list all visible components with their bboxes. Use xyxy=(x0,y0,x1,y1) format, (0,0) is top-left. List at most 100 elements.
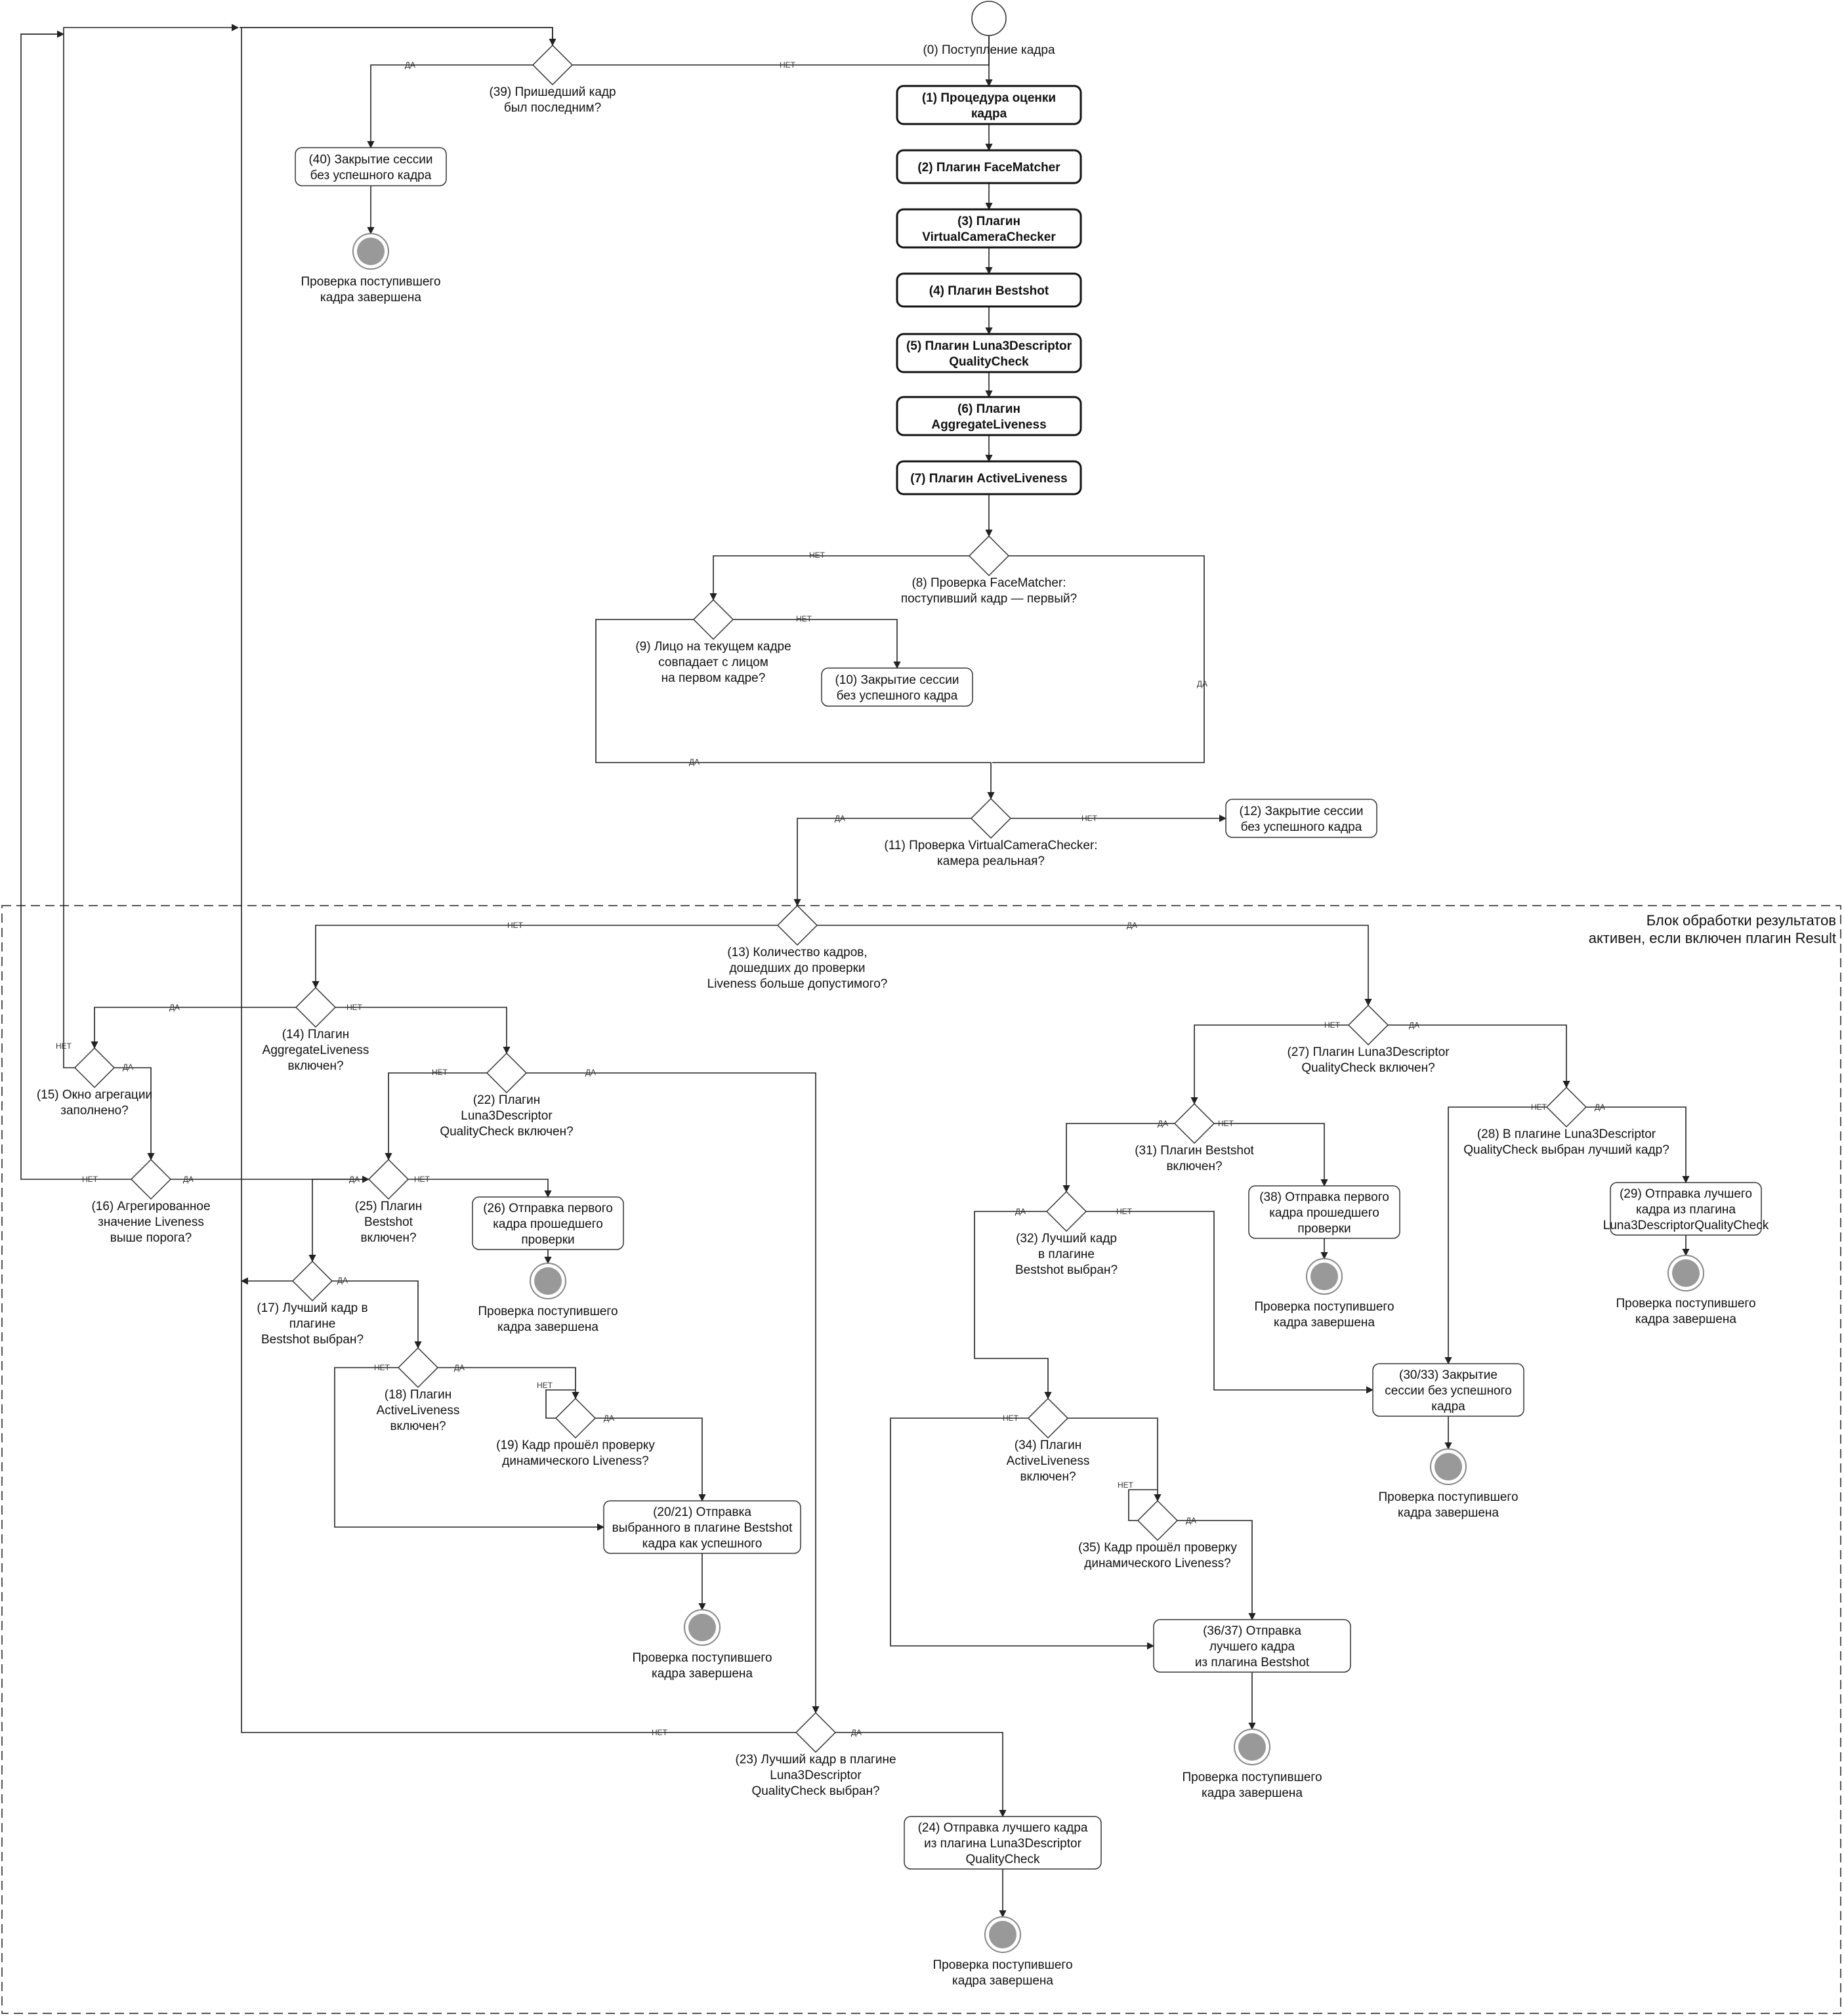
decision-label-d39: (39) Пришедший кадр xyxy=(489,85,616,99)
decision-label-d16: выше порога? xyxy=(110,1231,192,1245)
action-label-s3: VirtualCameraChecker xyxy=(922,230,1056,244)
decision-diamond-d19 xyxy=(555,1397,597,1439)
edge-label-yes: ДА xyxy=(405,60,415,70)
action-box-s38 xyxy=(1248,1185,1400,1239)
decision-label-d32: Bestshot выбран? xyxy=(1015,1263,1118,1277)
decision-label-d17: (17) Лучший кадр в xyxy=(257,1301,367,1315)
connector xyxy=(572,18,990,66)
edge-label-yes: ДА xyxy=(1015,1207,1026,1216)
decision-label-d31: (31) Плагин Bestshot xyxy=(1135,1144,1254,1158)
decision-label-d22: QualityCheck включен? xyxy=(440,1125,573,1139)
decision-diamond-d8 xyxy=(968,535,1010,577)
edge-label-no: НЕТ xyxy=(374,1363,390,1372)
decision-label-d27: QualityCheck включен? xyxy=(1301,1061,1435,1075)
action-box-s24 xyxy=(904,1816,1102,1870)
connector xyxy=(334,1367,605,1531)
action-box-s6 xyxy=(896,396,1082,436)
end-label: кадра завершена xyxy=(320,291,421,304)
decision-label-d18: включен? xyxy=(390,1419,446,1433)
connector xyxy=(1214,1123,1328,1187)
start-label: (0) Поступление кадра xyxy=(923,43,1055,57)
action-label-s38: кадра прошедшего xyxy=(1269,1206,1379,1220)
decision-label-d17: плагине xyxy=(289,1317,336,1331)
action-box-s10 xyxy=(821,667,973,707)
connector xyxy=(367,64,533,149)
action-label-s24: QualityCheck xyxy=(966,1853,1040,1866)
end-label: Проверка поступившего xyxy=(301,275,440,289)
action-box-s20 xyxy=(603,1500,801,1554)
edge-label-no: НЕТ xyxy=(414,1175,430,1184)
action-label-s29: Luna3DescriptorQualityCheck xyxy=(1603,1219,1769,1232)
decision-label-d22: Luna3Descriptor xyxy=(461,1109,553,1123)
decision-label-d17: Bestshot выбран? xyxy=(261,1333,364,1347)
edge-label-yes: ДА xyxy=(1197,679,1207,688)
action-label-s29: кадра из плагина xyxy=(1636,1203,1736,1217)
decision-label-d14: включен? xyxy=(287,1059,343,1073)
action-label-s20: выбранного в плагине Bestshot xyxy=(612,1521,793,1535)
edge-label-no: НЕТ xyxy=(537,1381,553,1390)
decision-label-d13: Liveness больше допустимого? xyxy=(707,977,888,991)
end-node-fill xyxy=(1435,1453,1462,1480)
connector xyxy=(312,925,778,989)
end-label: кадра завершена xyxy=(952,1974,1053,1988)
decision-label-d23: Luna3Descriptor xyxy=(770,1769,862,1782)
decision-label-d35: динамического Liveness? xyxy=(1084,1557,1230,1570)
edge-label-no: НЕТ xyxy=(652,1728,668,1737)
action-box-s29 xyxy=(1610,1182,1762,1236)
action-label-s6: AggregateLiveness xyxy=(931,418,1046,432)
action-label-s1: (1) Процедура оценки xyxy=(922,91,1056,105)
action-box-s12 xyxy=(1225,799,1377,838)
action-label-s6: (6) Плагин xyxy=(957,402,1020,416)
connector xyxy=(1388,1024,1570,1089)
edge-label-no: НЕТ xyxy=(1531,1102,1547,1112)
connector xyxy=(595,619,995,800)
decision-label-d35: (35) Кадр прошёл проверку xyxy=(1078,1541,1237,1555)
edge-label-yes: ДА xyxy=(1127,921,1137,930)
edge-label-no: НЕТ xyxy=(780,60,796,70)
decision-label-d34: (34) Плагин xyxy=(1015,1438,1081,1452)
connector xyxy=(974,1211,1052,1400)
action-label-s30: кадра xyxy=(1431,1400,1465,1414)
end-label: кадра завершена xyxy=(1398,1506,1499,1520)
edge-label-yes: ДА xyxy=(689,757,700,766)
action-label-s36: лучшего кадра xyxy=(1209,1640,1295,1654)
edge-label-yes: ДА xyxy=(1158,1119,1168,1128)
action-label-s29: (29) Отправка лучшего xyxy=(1620,1187,1752,1201)
edge-label-yes: ДА xyxy=(183,1175,194,1184)
decision-label-d13: дошедших до проверки xyxy=(729,961,865,975)
decision-diamond-d27 xyxy=(1347,1004,1389,1046)
decision-diamond-d16 xyxy=(130,1158,172,1200)
end-label: кадра завершена xyxy=(1202,1786,1303,1800)
connector xyxy=(793,818,971,907)
edge-label-yes: ДА xyxy=(454,1363,465,1372)
action-label-s26: проверки xyxy=(521,1233,574,1247)
end-label: Проверка поступившего xyxy=(1378,1490,1518,1504)
connector xyxy=(1444,1106,1547,1365)
end-label: кадра завершена xyxy=(652,1667,753,1681)
decision-label-d13: (13) Количество кадров, xyxy=(727,946,867,959)
connector xyxy=(1586,1106,1690,1184)
connector xyxy=(545,1389,576,1419)
edge-label-no: НЕТ xyxy=(507,921,524,930)
edge-label-no: НЕТ xyxy=(56,1041,72,1051)
action-label-s3: (3) Плагин xyxy=(957,215,1020,228)
decision-label-d11: (11) Проверка VirtualCameraChecker: xyxy=(884,839,1097,852)
connector xyxy=(1128,1489,1158,1521)
result-block-subtitle: активен, если включен плагин Result xyxy=(1589,930,1836,946)
end-node-fill xyxy=(989,1921,1016,1948)
connector xyxy=(385,1072,487,1161)
decision-label-d25: включен? xyxy=(360,1231,416,1245)
edge-label-yes: ДА xyxy=(349,1175,360,1184)
decision-label-d32: в плагине xyxy=(1038,1248,1095,1261)
edge-label-no: НЕТ xyxy=(1116,1207,1133,1216)
end-node-fill xyxy=(1310,1263,1338,1290)
action-label-s12: (12) Закрытие сессии xyxy=(1239,805,1363,818)
edge-label-no: НЕТ xyxy=(809,551,826,560)
edge-label-no: НЕТ xyxy=(432,1068,448,1077)
end-label: кадра завершена xyxy=(1274,1316,1375,1330)
decision-label-d39: был последним? xyxy=(504,101,601,115)
connector xyxy=(1177,1520,1256,1621)
decision-label-d15: заполнено? xyxy=(60,1104,129,1118)
action-box-s1 xyxy=(896,85,1082,125)
end-label: кадра завершена xyxy=(1635,1312,1736,1326)
